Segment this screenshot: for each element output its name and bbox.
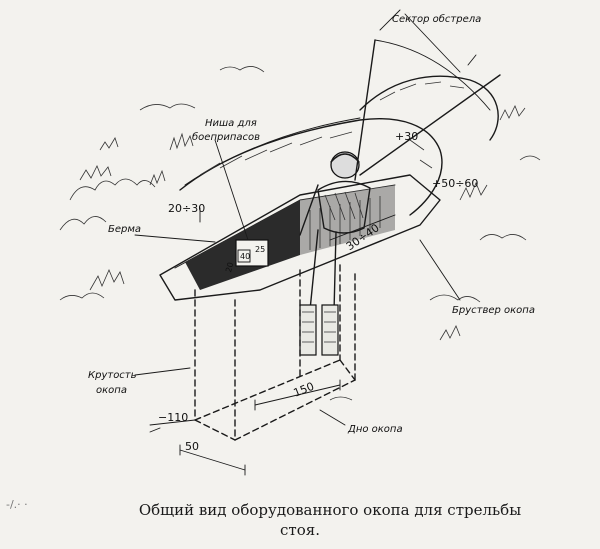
dimension-lines [149,207,396,476]
niche-dim-40: 40 [240,252,250,261]
caption-line-1: Общий вид оборудованного окопа для стрел… [138,501,522,519]
label-krutost-line1: Крутость [88,370,137,381]
label-krutost-line2: окопа [96,385,127,396]
sector-of-fire [374,9,491,111]
leader-lines [134,139,461,426]
label-parapet: Бруствер окопа [452,305,535,316]
niche-dim-25: 25 [255,245,265,254]
dim-plus-50-60: +50÷60 [432,177,478,190]
trench-section [194,264,356,441]
dim-20-30: 20÷30 [168,202,205,215]
vegetation [59,66,541,401]
trench-illustration: 40 25 20 [59,9,541,476]
scan-mark: -/.· · [6,498,28,511]
dim-50: 50 [185,440,199,453]
ammo-niche: 40 25 20 [224,239,269,273]
dim-plus-30: +30 [395,130,418,143]
label-sector-of-fire: Сектор обстрела [392,13,481,25]
dim-minus-110: −110 [158,411,188,424]
niche-dim-20: 20 [224,261,235,273]
label-berma: Берма [108,224,141,235]
label-trench-floor: Дно окопа [347,424,403,435]
parapet [179,75,499,216]
label-niche-line1: Ниша для [205,118,257,129]
figure-caption: Общий вид оборудованного окопа для стрел… [0,500,600,540]
label-niche-line2: боеприпасов [192,131,260,143]
caption-line-2: стоя. [280,521,320,539]
dim-150: 150 [292,380,316,400]
